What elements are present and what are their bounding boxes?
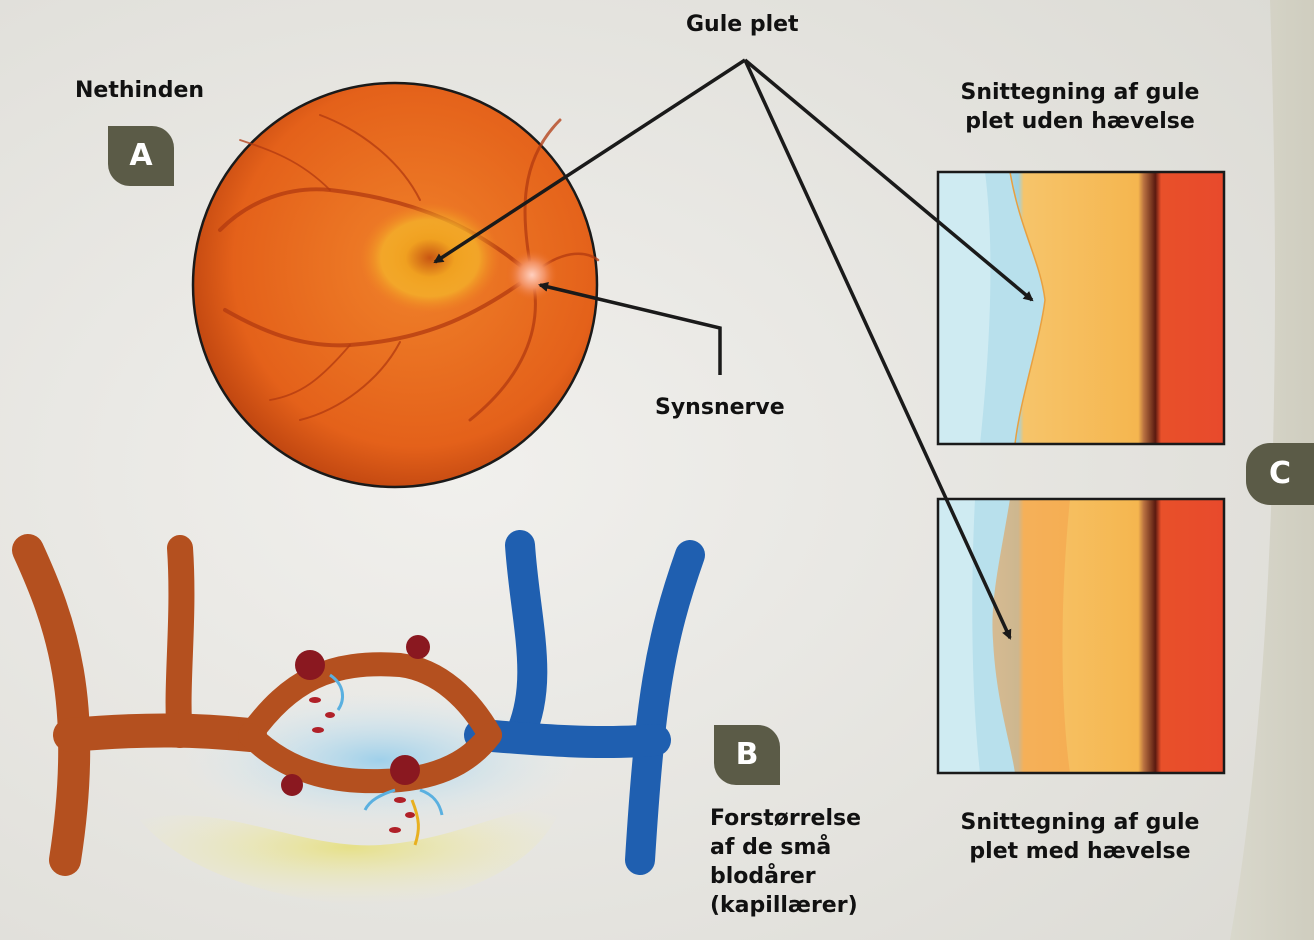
label-forstorrelse-line3: blodårer — [710, 862, 861, 891]
cross-section-with-swelling — [938, 499, 1224, 773]
badge-a: A — [108, 126, 174, 186]
label-snit-uden: Snittegning af gule plet uden hævelse — [950, 78, 1210, 136]
vein — [480, 545, 690, 860]
label-snit-med-line1: Snittegning af gule — [950, 808, 1210, 837]
label-forstorrelse-line2: af de små — [710, 833, 861, 862]
retina-illustration — [193, 83, 598, 487]
label-snit-uden-line1: Snittegning af gule — [950, 78, 1210, 107]
label-snit-med: Snittegning af gule plet med hævelse — [950, 808, 1210, 866]
label-nethinden: Nethinden — [75, 76, 204, 105]
label-forstorrelse-line1: Forstørrelse — [710, 804, 861, 833]
badge-c: C — [1246, 443, 1314, 505]
optic-disc — [506, 249, 558, 301]
capillary-illustration — [28, 545, 690, 905]
label-synsnerve: Synsnerve — [655, 393, 785, 422]
cross-section-no-swelling — [938, 172, 1224, 444]
label-gule-plet: Gule plet — [686, 10, 799, 39]
label-snit-med-line2: plet med hævelse — [950, 837, 1210, 866]
label-forstorrelse: Forstørrelse af de små blodårer (kapillæ… — [710, 804, 861, 920]
badge-b: B — [714, 725, 780, 785]
label-snit-uden-line2: plet uden hævelse — [950, 107, 1210, 136]
macula — [360, 203, 500, 313]
label-forstorrelse-line4: (kapillærer) — [710, 891, 861, 920]
